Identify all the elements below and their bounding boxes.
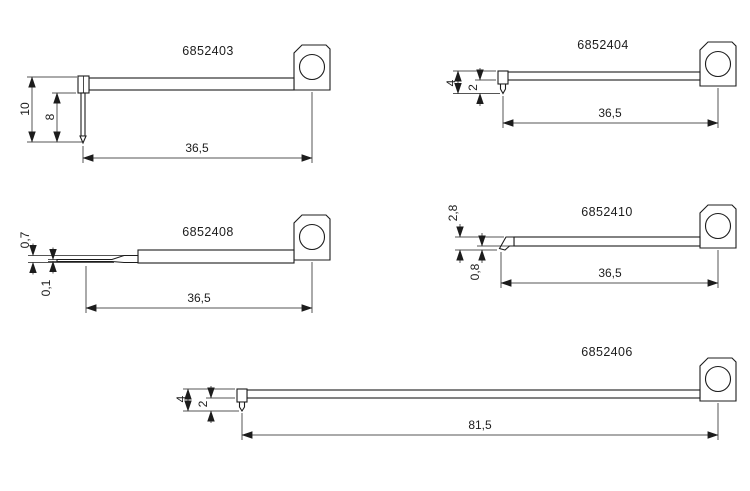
- part-6852403: 6852403 10 8 36,5: [18, 44, 331, 163]
- tip-clamp: [236, 388, 248, 403]
- dim-tip-height: 8: [43, 92, 76, 143]
- dim-total-height: 2,8: [446, 204, 504, 263]
- dimension-label: 4: [174, 395, 188, 402]
- part-number-label: 6852410: [581, 205, 632, 219]
- dimension-label: 36,5: [598, 266, 622, 280]
- dimension-label: 0,1: [39, 279, 53, 296]
- dim-length: 36,5: [82, 92, 313, 163]
- dim-step-height: 0,7: [18, 231, 126, 275]
- probe-arm: [137, 249, 295, 264]
- dimension-label: 0,7: [18, 231, 32, 248]
- dim-length: 81,5: [241, 403, 719, 440]
- dimension-label: 36,5: [185, 141, 209, 155]
- dim-tip-thickness: 0,1: [39, 247, 57, 296]
- tip-blade: [56, 254, 139, 264]
- part-6852406: 6852406 4 2 81,5: [174, 345, 737, 440]
- dim-length: 36,5: [500, 250, 719, 288]
- dimension-label: 36,5: [598, 106, 622, 120]
- dimension-label: 81,5: [468, 418, 492, 432]
- dimension-label: 4: [444, 79, 458, 86]
- dim-length: 36,5: [85, 262, 313, 313]
- probe-arm: [506, 71, 701, 81]
- probe-arm: [246, 389, 701, 399]
- part-number-label: 6852403: [182, 44, 233, 58]
- dim-tip-height: 2: [196, 386, 235, 423]
- part-number-label: 6852404: [577, 38, 628, 52]
- part-6852404: 6852404 4 2 36,5: [444, 38, 737, 128]
- tip-point: [79, 135, 87, 145]
- tip-blade: [80, 92, 86, 137]
- dimension-label: 10: [18, 102, 32, 116]
- part-number-label: 6852406: [581, 345, 632, 359]
- part-number-label: 6852408: [182, 225, 233, 239]
- tip-clamp: [497, 70, 509, 85]
- probe-arm: [88, 77, 295, 91]
- dimension-label: 2,8: [446, 204, 460, 221]
- dimension-label: 2: [196, 400, 210, 407]
- part-6852410: 6852410 2,8 0,8 36,5: [446, 204, 737, 288]
- mount-hole: [298, 223, 326, 251]
- part-6852408: 6852408 0,7 0,1 36,5: [18, 214, 331, 313]
- dim-tip-height: 0,8: [468, 233, 510, 280]
- mount-hole: [298, 53, 326, 81]
- mount-hole: [704, 50, 732, 78]
- dim-total-height: 10: [18, 76, 83, 143]
- dimension-label: 2: [466, 84, 480, 91]
- dim-length: 36,5: [502, 88, 719, 128]
- dim-tip-height: 2: [466, 68, 496, 106]
- tip-point: [498, 236, 515, 251]
- mount-hole: [704, 212, 732, 240]
- probe-arm: [513, 236, 701, 247]
- dimension-label: 0,8: [468, 263, 482, 280]
- dimension-label: 36,5: [187, 291, 211, 305]
- mount-hole: [704, 365, 732, 393]
- tip-point: [499, 83, 507, 95]
- tip-point: [238, 401, 246, 413]
- dimension-label: 8: [43, 113, 57, 120]
